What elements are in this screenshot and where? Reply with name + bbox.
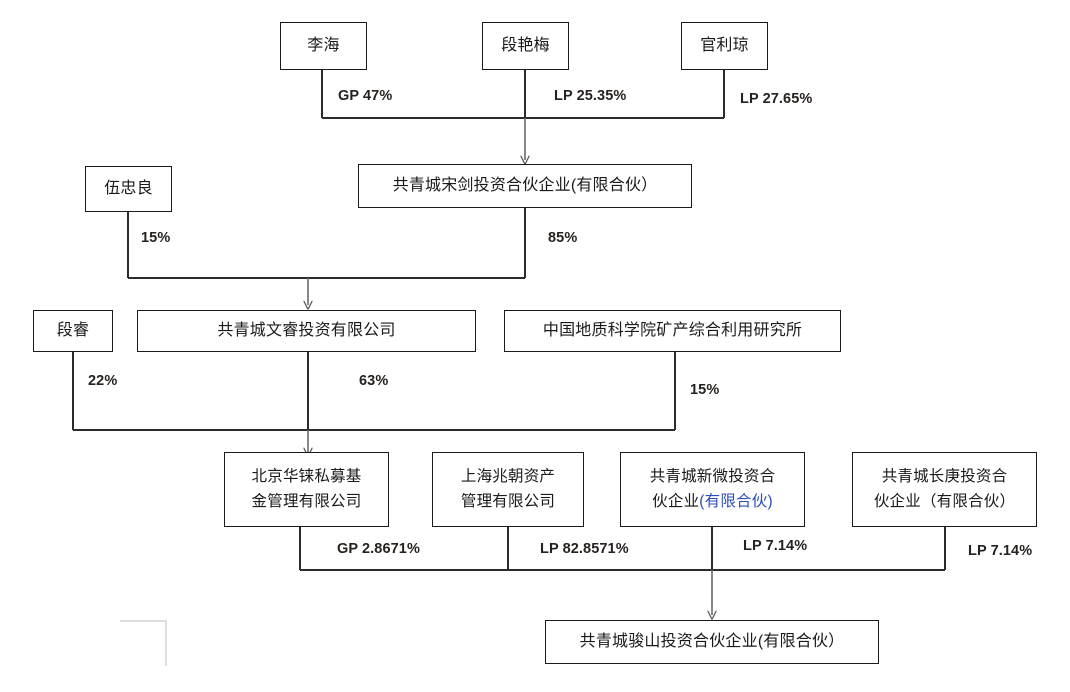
node-duan-yanmei[interactable]: 段艳梅 (482, 22, 569, 70)
edge-label-63-wenrui: 63% (359, 373, 389, 389)
node-gqc-songjian[interactable]: 共青城宋剑投资合伙企业(有限合伙） (358, 164, 692, 208)
node-label-line2-paren: (有限合伙) (699, 492, 773, 510)
node-bj-hualai[interactable]: 北京华铼私募基 金管理有限公司 (224, 452, 389, 527)
edge-label-gp-28671: GP 2.8671% (337, 541, 420, 557)
node-label-line1: 共青城新微投资合 (649, 468, 776, 486)
node-label: 共青城文睿投资有限公司 (217, 322, 396, 340)
node-cags-institute[interactable]: 中国地质科学院矿产综合利用研究所 (504, 310, 841, 352)
node-label: 共青城长庚投资合 伙企业（有限合伙） (873, 468, 1016, 510)
node-label: 李海 (307, 37, 340, 55)
edge-label-gp-47: GP 47% (338, 88, 393, 104)
node-label: 共青城骏山投资合伙企业(有限合伙） (579, 633, 845, 651)
node-label: 上海兆朝资产 管理有限公司 (460, 468, 556, 510)
node-label: 中国地质科学院矿产综合利用研究所 (542, 322, 803, 340)
node-wu-zhongliang[interactable]: 伍忠良 (85, 166, 172, 212)
node-sh-zhaochao[interactable]: 上海兆朝资产 管理有限公司 (432, 452, 584, 527)
edge-label-lp-2765: LP 27.65% (740, 91, 813, 107)
node-duan-rui[interactable]: 段睿 (33, 310, 113, 352)
edge-label-85-songjian: 85% (548, 230, 578, 246)
node-label-line2-prefix: 伙企业 (652, 492, 700, 510)
node-guan-liqiong[interactable]: 官利琼 (681, 22, 768, 70)
ghost-corner-artifact (120, 620, 167, 666)
node-gqc-junshan[interactable]: 共青城骏山投资合伙企业(有限合伙） (545, 620, 879, 664)
edge-label-lp-714-changgeng: LP 7.14% (968, 543, 1033, 559)
node-gqc-changgeng[interactable]: 共青城长庚投资合 伙企业（有限合伙） (852, 452, 1037, 527)
edge-label-lp-828571: LP 82.8571% (540, 541, 629, 557)
node-label: 伍忠良 (104, 180, 153, 198)
node-label: 共青城宋剑投资合伙企业(有限合伙） (392, 177, 658, 195)
node-label: 北京华铼私募基 金管理有限公司 (251, 468, 362, 510)
node-label: 段艳梅 (501, 37, 550, 55)
node-label: 官利琼 (700, 37, 749, 55)
node-li-hai[interactable]: 李海 (280, 22, 367, 70)
node-gqc-wenrui[interactable]: 共青城文睿投资有限公司 (137, 310, 476, 352)
edge-label-15-cags: 15% (690, 382, 720, 398)
edge-label-22-duanrui: 22% (88, 373, 118, 389)
node-label: 段睿 (56, 322, 90, 340)
node-label-multipart: 共青城新微投资合伙企业(有限合伙) (621, 465, 804, 513)
edge-label-lp-2535: LP 25.35% (554, 88, 627, 104)
edge-label-15-wu: 15% (141, 230, 171, 246)
edge-label-lp-714-xinwei: LP 7.14% (743, 538, 808, 554)
node-gqc-xinwei[interactable]: 共青城新微投资合伙企业(有限合伙) (620, 452, 805, 527)
